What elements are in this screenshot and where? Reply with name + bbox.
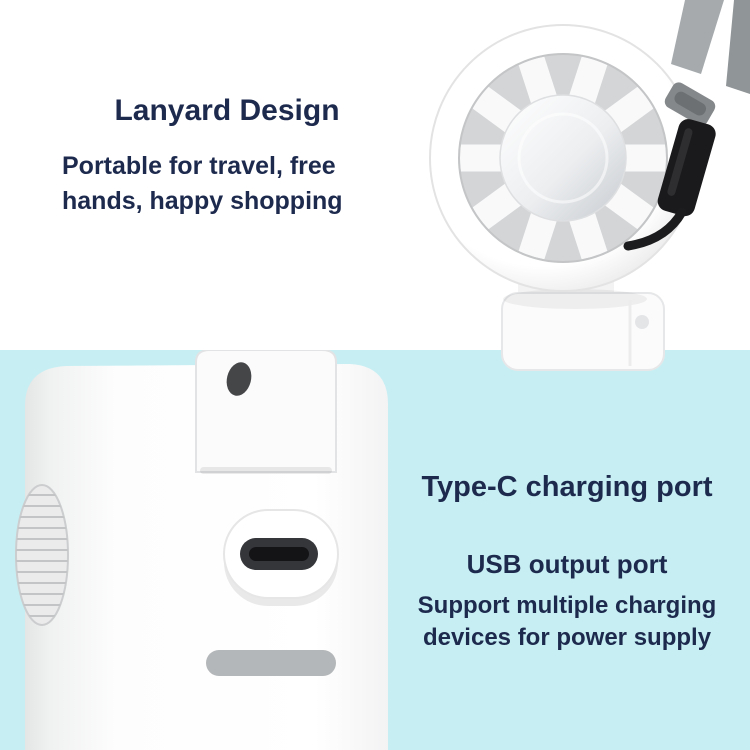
usb-title: USB output port <box>466 548 668 579</box>
lanyard-subtitle: Portable for travel, free hands, happy s… <box>62 151 343 216</box>
port-copy-block: Type-C charging port USB output port Sup… <box>392 471 742 654</box>
port-description: Support multiple charging devices for po… <box>417 592 717 652</box>
fan-head-shadow <box>503 289 647 309</box>
port-title: Type-C charging port <box>421 471 713 503</box>
hinge-pivot <box>635 315 649 329</box>
type-c-port <box>223 509 339 606</box>
fan-lanyard-image <box>429 0 750 371</box>
fan-hinge-joint <box>501 292 665 371</box>
fan-recess-rim <box>458 53 668 263</box>
hinge-shadow <box>200 467 332 474</box>
lanyard-title: Lanyard Design <box>114 94 340 127</box>
lanyard-buckle <box>664 82 716 126</box>
scroll-wheel <box>15 484 69 626</box>
lanyard-cord <box>623 207 687 251</box>
lanyard-strap <box>671 0 724 74</box>
hinge-hole <box>226 362 252 396</box>
lanyard-strap-right <box>726 0 750 94</box>
lanyard-copy-block: Lanyard Design Portable for travel, free… <box>62 94 392 220</box>
fan-disc-ring <box>517 112 609 204</box>
lanyard-clip <box>657 119 716 217</box>
charging-port-image <box>15 350 388 750</box>
grille-bar <box>206 650 336 676</box>
hinge-block <box>195 350 337 473</box>
